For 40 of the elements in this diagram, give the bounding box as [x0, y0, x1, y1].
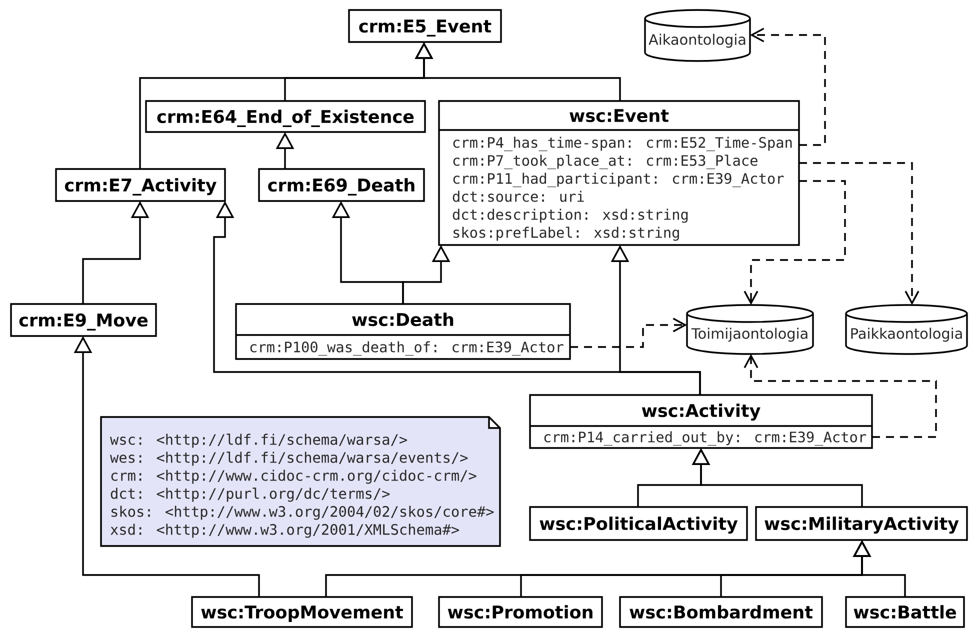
- attribute: dct:description: xsd:string: [452, 208, 688, 223]
- prefix-declaration: crm: <http://www.cidoc-crm.org/cidoc-crm/>: [111, 470, 476, 484]
- class-box: [438, 100, 800, 246]
- class-box: crm:E7_Activity: [55, 168, 226, 202]
- class-box: wsc:MilitaryActivity: [755, 506, 968, 541]
- dependency-arrow: [744, 180, 846, 305]
- class-box: crm:E69_Death: [258, 168, 425, 202]
- class-name: wsc:Event: [570, 109, 669, 122]
- class-box: [235, 303, 571, 360]
- class-box: crm:E64_End_of_Existence: [145, 100, 426, 133]
- attribute: crm:P100_was_death_of: crm:E39_Actor: [250, 341, 564, 356]
- database-cylinder: Paikkaontologia: [845, 304, 968, 355]
- class-box: wsc:Battle: [845, 596, 965, 628]
- class-box: wsc:Promotion: [438, 596, 603, 628]
- dependency-arrow: [570, 318, 687, 348]
- database-cylinder: Toimijaontologia: [686, 304, 814, 355]
- attribute: dct:source: uri: [452, 190, 584, 202]
- prefix-declaration: wes: <http://ldf.fi/schema/warsa/events/>: [110, 452, 468, 466]
- class-box: crm:E5_Event: [348, 9, 502, 43]
- prefix-declaration: wsc: <http://ldf.fi/schema/warsa/>: [110, 434, 407, 448]
- attribute: crm:P7_took_place_at: crm:E53_Place: [453, 154, 758, 170]
- class-box: wsc:TroopMovement: [191, 596, 413, 628]
- dependency-arrow: [744, 354, 937, 438]
- prefix-declaration: dct: <http://purl.org/dc/terms/>: [110, 488, 390, 502]
- attribute: crm:P11_had_participant: crm:E39_Actor: [453, 172, 784, 188]
- class-box: crm:E9_Move: [10, 303, 157, 337]
- class-box: wsc:Bombardment: [619, 596, 823, 628]
- prefix-declaration: skos: <http://www.w3.org/2004/02/skos/core#>: [112, 506, 494, 520]
- class-name: wsc:Death: [352, 312, 454, 326]
- attribute: crm:P4_has_time-span: crm:E52_Time-Span: [453, 136, 792, 152]
- database-cylinder: Aikaontologia: [644, 9, 751, 62]
- note-box: [100, 416, 501, 547]
- class-name: wsc:Activity: [642, 404, 760, 421]
- attribute: skos:prefLabel: xsd:string: [454, 226, 679, 241]
- prefix-declaration: xsd: <http://www.w3.org/2001/XMLSchema#>: [110, 524, 459, 538]
- dependency-arrow: [799, 162, 920, 305]
- attribute: crm:P14_carried_out_by: crm:E39_Actor: [544, 431, 866, 446]
- class-box: wsc:PoliticalActivity: [529, 506, 748, 541]
- class-box: [529, 394, 873, 449]
- dependency-arrow: [750, 28, 826, 146]
